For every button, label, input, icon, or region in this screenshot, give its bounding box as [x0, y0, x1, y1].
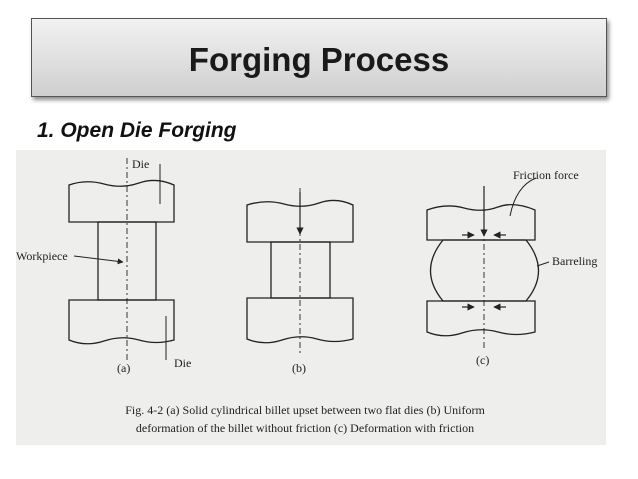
label-friction-force: Friction force — [513, 168, 579, 182]
panel-c-barreled-workpiece — [430, 239, 539, 302]
panel-b-top-die — [246, 199, 354, 243]
label-die-bottom: Die — [174, 356, 191, 370]
panel-b-diagram — [246, 188, 354, 355]
panel-a-bottom-die — [68, 299, 175, 345]
title-bar: Forging Process — [31, 18, 607, 97]
label-die-top: Die — [132, 157, 149, 171]
friction-force-leader — [509, 177, 537, 217]
figure-caption-line2: deformation of the billet without fricti… — [136, 421, 474, 435]
panel-c-top-die — [426, 203, 536, 241]
panel-b-bottom-die — [246, 297, 354, 344]
figure-caption-line1: Fig. 4-2 (a) Solid cylindrical billet up… — [125, 403, 485, 417]
label-panel-c: (c) — [476, 353, 489, 367]
slide-title: Forging Process — [188, 40, 450, 78]
workpiece-arrow — [73, 255, 124, 265]
barreling-leader — [536, 261, 550, 267]
label-workpiece: Workpiece — [16, 249, 68, 263]
slide-subtitle: 1. Open Die Forging — [37, 119, 237, 142]
panel-b-workpiece — [270, 241, 331, 299]
forging-diagram: Die Die Workpiece Friction force Barreli… — [16, 157, 597, 435]
label-panel-a: (a) — [117, 361, 130, 375]
panel-c-diagram — [426, 177, 550, 348]
panel-a-diagram — [68, 158, 175, 362]
label-panel-b: (b) — [292, 361, 306, 375]
forging-figure: Die Die Workpiece Friction force Barreli… — [16, 150, 606, 445]
label-barreling: Barreling — [552, 254, 597, 268]
panel-c-bottom-die — [426, 300, 536, 337]
panel-a-top-die — [68, 179, 175, 223]
